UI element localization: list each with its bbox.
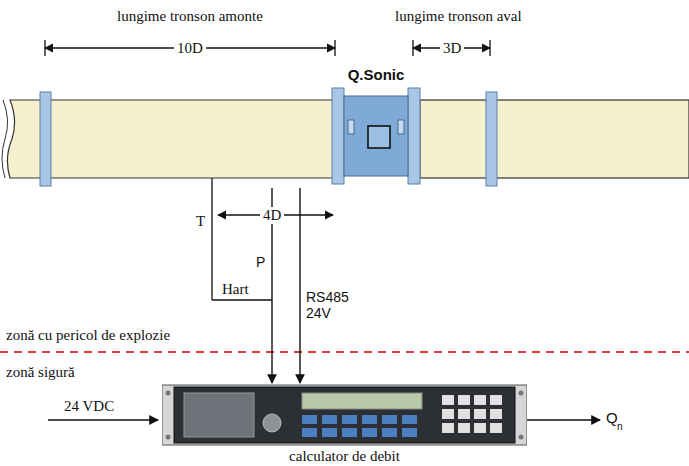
pipe [2,92,689,186]
flow-meter: Q.Sonic [330,64,422,188]
edge-label: P [256,254,270,270]
output-arrow [526,419,600,420]
device-name: Q.Sonic [310,66,442,83]
device-caption: calculator de debit [142,448,547,465]
zone-label: zonă cu pericol de explozie [6,327,170,344]
power-arrow [48,419,158,420]
zone-label: zonă sigură [6,364,75,381]
sensor-tag: T [196,213,205,230]
zone-boundary [0,351,689,353]
edge-label: RS485 24V [306,289,354,321]
segment-length: lungime tronson amonte [117,8,263,25]
dimension: 10D [174,40,206,57]
output-label: Q [606,411,618,425]
output-subscript: n [617,420,623,434]
dimension: 4D [260,207,284,224]
bus-line [299,188,300,383]
wires [212,178,272,300]
power-label: 24 VDC [64,398,114,415]
signal-name: Hart [222,281,249,298]
flow-computer-device [162,383,527,447]
segment-length: lungime tronson aval [395,8,522,25]
flow-computer: calculator de debit [162,383,527,466]
dimension: 3D [440,40,464,57]
